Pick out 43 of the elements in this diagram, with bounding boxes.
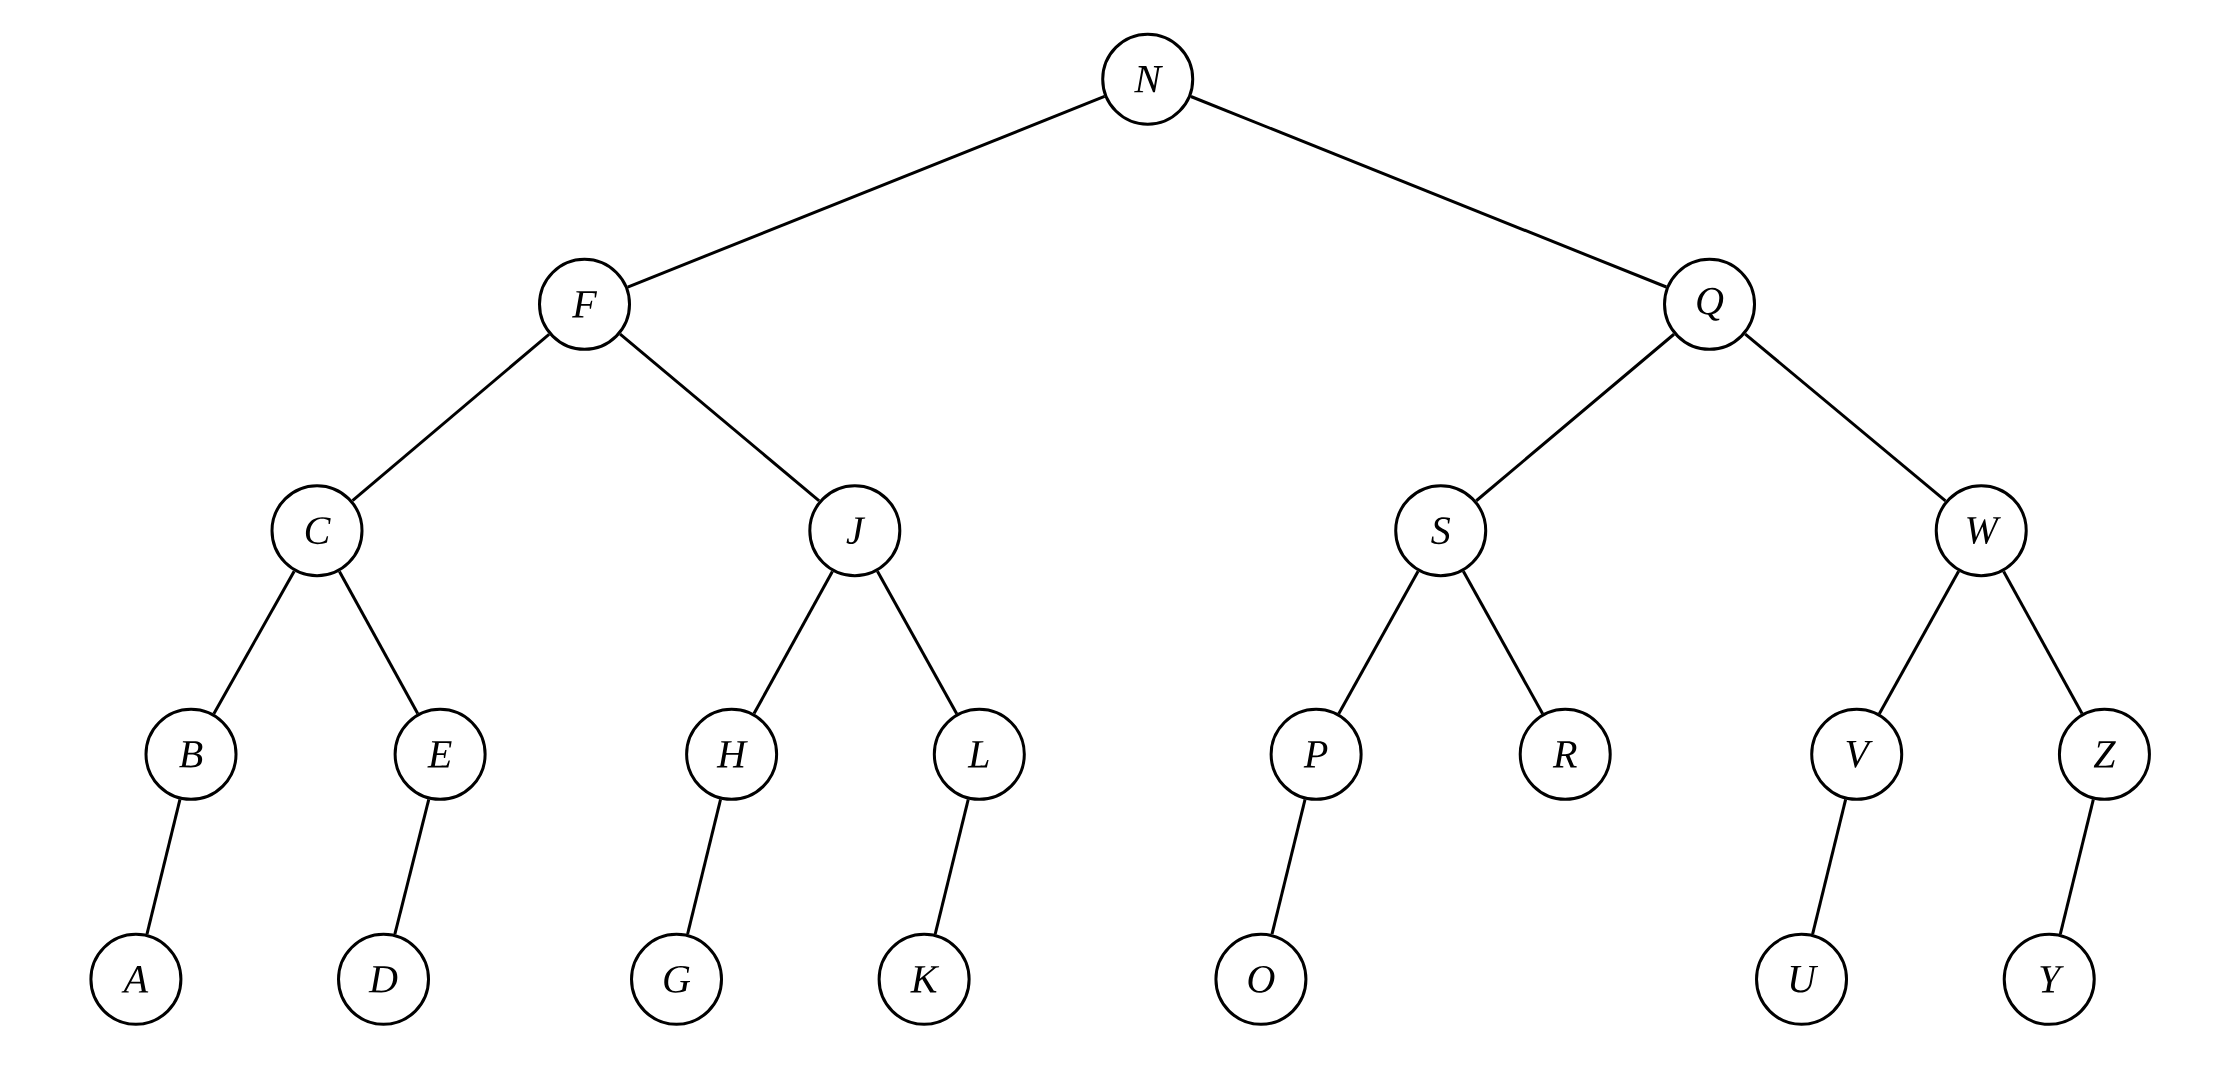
tree-edge [933, 799, 970, 935]
tree-node: F [538, 257, 631, 351]
tree-node: G [630, 932, 723, 1026]
tree-node: N [1101, 32, 1195, 126]
tree-node: B [144, 707, 238, 801]
tree-node: K [877, 932, 971, 1026]
tree-edge [1811, 799, 1848, 935]
tree-node: E [393, 707, 487, 801]
tree-node: A [89, 932, 183, 1026]
tree-edge [619, 333, 821, 502]
tree-node: U [1755, 932, 1849, 1026]
tree-node: D [337, 932, 430, 1026]
tree-edge [1190, 95, 1667, 289]
tree-edge [393, 799, 431, 935]
tree-node: J [808, 484, 902, 578]
tree-node: Y [2002, 932, 2096, 1026]
tree-node: H [685, 707, 779, 801]
tree-node: Z [2057, 707, 2151, 801]
tree-edge [2002, 570, 2084, 715]
tree-edge [1475, 333, 1675, 502]
tree-node: L [932, 707, 1026, 801]
tree-edge [686, 799, 722, 935]
tree-node: P [1269, 707, 1363, 801]
tree-edge [1337, 570, 1420, 715]
tree-edge [212, 570, 296, 715]
tree-edge [1462, 570, 1544, 715]
tree-node: C [270, 484, 364, 578]
tree-edge [338, 570, 419, 715]
tree-edge [752, 570, 834, 715]
tree-node: W [1934, 484, 2028, 578]
tree-edge [2058, 799, 2095, 935]
tree-node: S [1394, 484, 1488, 578]
tree-edge [351, 333, 550, 502]
tree-node: Q [1663, 257, 1757, 351]
tree-node: R [1518, 707, 1612, 801]
tree-edge [1744, 332, 1947, 503]
tree-edge [627, 95, 1106, 289]
tree-edge [145, 799, 182, 935]
tree-edge [876, 570, 958, 715]
tree-edge [1878, 570, 1960, 715]
tree-node: V [1810, 707, 1904, 801]
tree-edge [1270, 799, 1307, 935]
tree-node: O [1214, 932, 1308, 1026]
